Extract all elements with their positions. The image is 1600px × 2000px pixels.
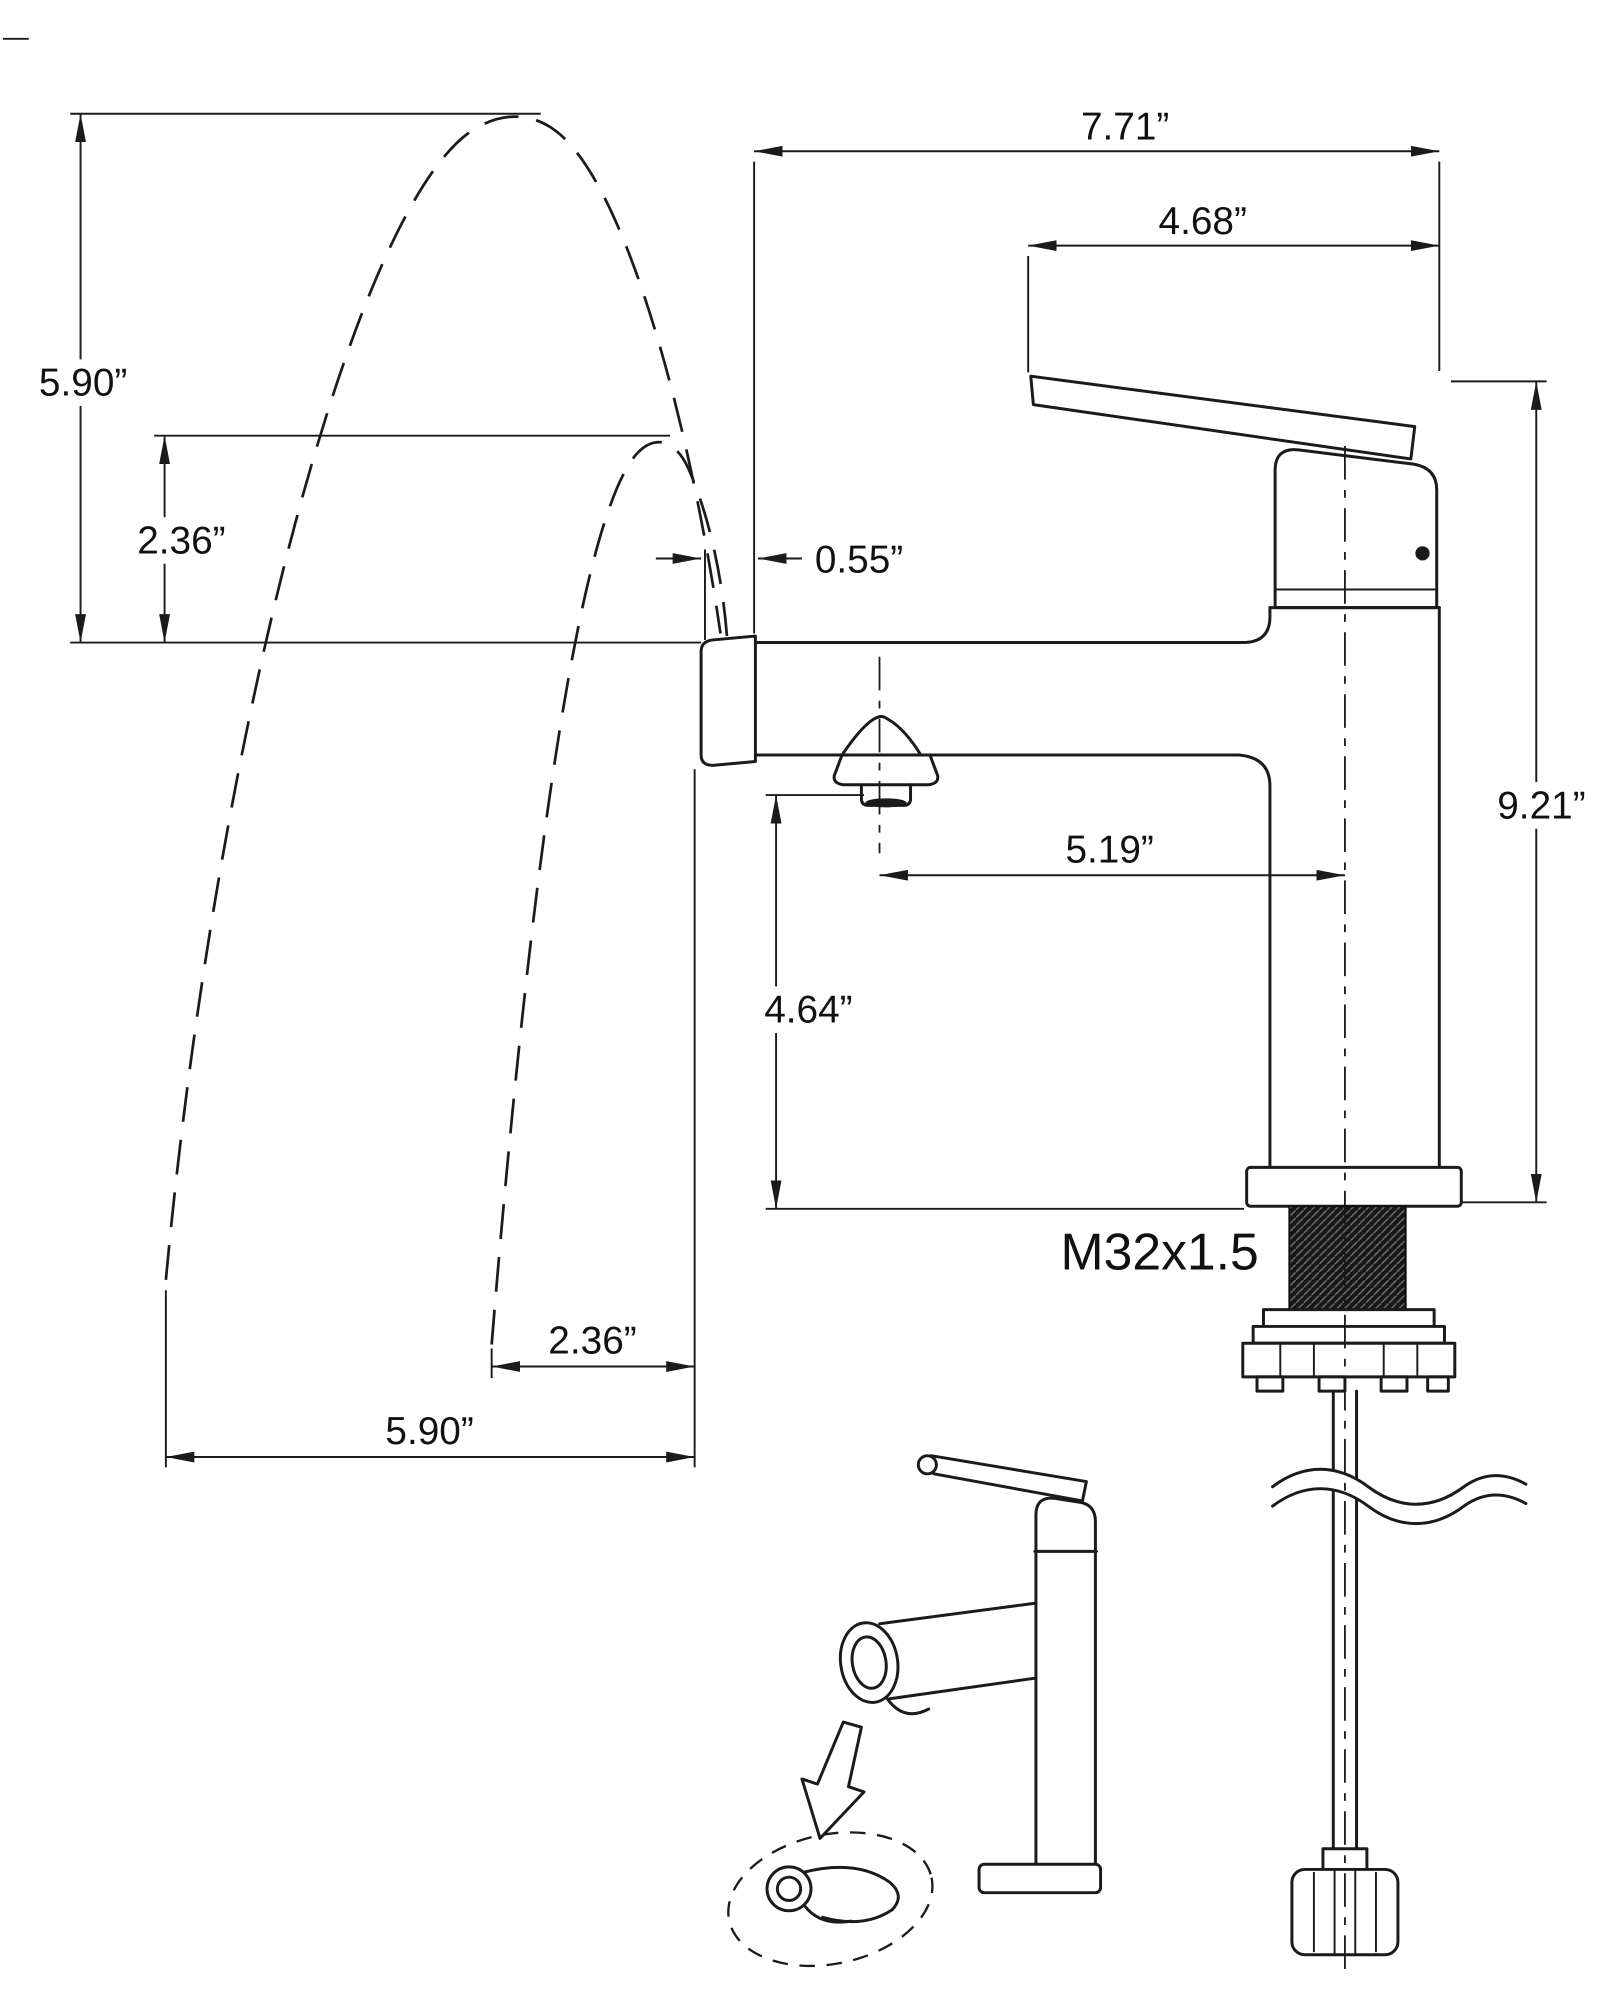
inset-spout-tip-outer (838, 1621, 900, 1704)
base-flange (1245, 1165, 1463, 1208)
break-line-lower (1271, 1487, 1528, 1525)
nozzle-skirt (832, 753, 940, 787)
faucet-main-view (699, 374, 1528, 1957)
inset-aerator-lip (885, 1697, 931, 1716)
nut-tab (1317, 1375, 1347, 1393)
spray-arc-inner (490, 440, 729, 1345)
mounting-hardware (1241, 1308, 1457, 1393)
detail-callout (727, 1831, 934, 1968)
connector-facets (1312, 1869, 1377, 1955)
detail-spout-lip (803, 1904, 853, 1924)
nut-tab (1426, 1375, 1450, 1393)
set-screw (1415, 546, 1430, 561)
inset-spout-lower-edge (888, 1676, 1038, 1701)
dim-label-spout-reach-total: 7.71” (1081, 106, 1169, 149)
label-backing (1478, 782, 1600, 829)
inset-spout-upper-edge (878, 1601, 1038, 1626)
detail-arrow-icon (800, 1720, 866, 1840)
dim-label-arc-reach-high: 5.90” (385, 1410, 473, 1453)
mounting-nut (1241, 1341, 1457, 1379)
nozzle-peak (840, 715, 923, 757)
spout-bottom-edge (753, 753, 1272, 1169)
inset-handle-cap (1034, 1496, 1097, 1553)
label-backing (745, 986, 872, 1033)
spray-arc-outer (164, 115, 722, 1281)
inset-handle-lever (929, 1454, 1088, 1503)
washer-upper (1261, 1308, 1436, 1328)
handle-cap (1273, 448, 1439, 610)
spout-top-edge (753, 606, 1272, 645)
threaded-shank (1288, 1205, 1407, 1314)
label-backing (19, 359, 147, 406)
dimension-labels: 7.71” 4.68” 5.90” 2.36” 0.55” 9.21” 5.19… (19, 106, 1600, 1453)
spray-trajectory-arcs (164, 115, 729, 1345)
dim-label-spout-center-reach: 5.19” (1065, 828, 1153, 871)
dim-label-arc-height-low: 2.36” (137, 519, 225, 562)
dim-label-arc-height-high: 5.90” (39, 362, 127, 405)
label-backing (118, 517, 245, 564)
faucet-inset-view (727, 1454, 1103, 1968)
inset-lever-knob (916, 1454, 938, 1476)
nozzle-outlet (865, 798, 907, 808)
dim-label-arc-reach-low: 2.36” (548, 1320, 636, 1363)
dim-label-total-height: 9.21” (1497, 784, 1585, 827)
inset-base-flange (977, 1862, 1103, 1895)
spout-tip-cap (699, 634, 757, 767)
inset-spout-tip-inner (850, 1635, 888, 1690)
detail-callout-ellipse (727, 1831, 934, 1968)
nut-tab (1255, 1375, 1285, 1393)
detail-aerator-outer (765, 1865, 813, 1913)
detail-aerator-inner (775, 1875, 803, 1902)
nut-facet-lines (1279, 1343, 1419, 1377)
detail-spout-snout (803, 1865, 900, 1924)
dim-label-tip-length: 0.55” (815, 539, 903, 582)
aerator-nozzle (832, 715, 940, 808)
thread-spec-label: M32x1.5 (1061, 1223, 1259, 1281)
washer-lower (1251, 1324, 1446, 1345)
handle-lever (1029, 374, 1417, 461)
dim-label-spout-height: 4.64” (764, 989, 852, 1032)
centerlines (878, 446, 1346, 1971)
nut-tab (1379, 1375, 1409, 1393)
break-band (1272, 1469, 1526, 1524)
extension-lines (70, 112, 1547, 1468)
break-line-upper (1271, 1467, 1528, 1506)
dim-label-handle-reach: 4.68” (1159, 200, 1247, 243)
supply-hose (1271, 1389, 1528, 1957)
